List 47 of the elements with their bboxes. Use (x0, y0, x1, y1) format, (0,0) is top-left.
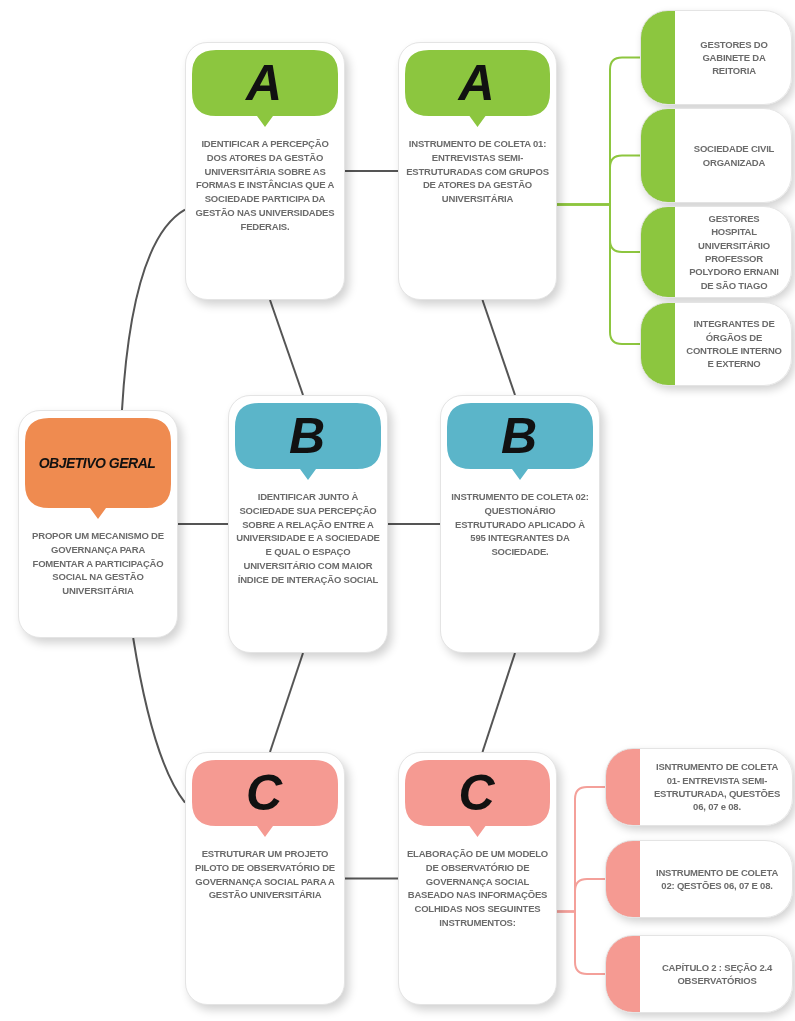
pill-box (605, 748, 793, 826)
connector-line (177, 523, 229, 525)
connector-line (556, 203, 641, 345)
card (228, 395, 388, 653)
card-text: ESTRUTURAR UM PROJETO PILOTO DE OBSERVATÓRIO DE GOVERNANÇA SOCIAL PARA A GESTÃO UNIVERSITÁRIA (194, 847, 336, 903)
pill-text: INTEGRANTES DE ÓRGÃOS DE CONTROLE INTERNO E EXTERNO (685, 317, 783, 371)
card (398, 42, 557, 300)
section-letter: C (245, 768, 283, 818)
card-text: ELABORAÇÃO DE UM MODELO DE OBSERVATÓRIO DE GOVERNANÇA SOCIAL BASEADO NAS INFORMAÇÕES COLHIDAS NOS SEGUINTES INSTRUMENTOS: (406, 847, 549, 930)
pill-text: CAPÍTULO 2 : SEÇÃO 2.4 OBSERVATÓRIOS (660, 960, 774, 988)
connector-line (387, 523, 441, 525)
card (18, 410, 178, 638)
pill-text: ISNTRUMENTO DE COLETA 01- ENTREVISTA SEMI-ESTRUTURADA, QUESTÕES 06, 07 e 08. (652, 760, 782, 814)
section-letter: C (458, 768, 495, 818)
connector-line (344, 170, 399, 172)
pill-box (640, 10, 792, 105)
section-letter: A (458, 58, 495, 108)
pill-text: INSTRUMENTO DE COLETA 02: QESTÕES 06, 07 E 08. (654, 865, 780, 893)
connector-line (269, 299, 304, 396)
pill-box (640, 302, 792, 386)
connector-line (556, 910, 606, 975)
connector-line (121, 208, 186, 411)
connector-line (481, 652, 516, 753)
pill-box (605, 935, 793, 1013)
card (440, 395, 600, 653)
pill-text: SOCIEDADE CIVIL ORGANIZADA (692, 142, 776, 169)
connector-line (132, 637, 186, 804)
pill-box (640, 108, 792, 203)
pill-box (605, 840, 793, 918)
card-title: OBJETIVO GERAL (38, 453, 156, 473)
card-text: IDENTIFICAR JUNTO À SOCIEDADE SUA PERCEPÇÃO SOBRE A RELAÇÃO ENTRE A UNIVERSIDADE E A SOCIEDADE E QUAL O ESPAÇO UNIVERSITÁRIO COM MAIOR ÍNDICE DE INTERAÇÃO SOCIAL (236, 490, 380, 587)
section-letter: B (500, 411, 538, 461)
card-text: IDENTIFICAR A PERCEPÇÃO DOS ATORES DA GESTÃO UNIVERSITÁRIA SOBRE AS FORMAS E INSTÂNCIAS QUE A SOCIEDADE PARTICIPA DA GESTÃO NAS UNIVERSIDADES FEDERAIS. (194, 137, 336, 234)
card-text: INSTRUMENTO DE COLETA 02: QUESTIONÁRIO ESTRUTURADO APLICADO À 595 INTEGRANTES DA SOCIEDADE. (450, 490, 590, 559)
card (185, 42, 345, 300)
pill-box (640, 206, 792, 298)
connector-line (481, 299, 516, 396)
card (398, 752, 557, 1005)
card-text: PROPOR UM MECANISMO DE GOVERNANÇA PARA FOMENTAR A PARTICIPAÇÃO SOCIAL NA GESTÃO UNIVERSITÁRIA (31, 529, 165, 598)
section-letter: A (245, 58, 283, 108)
card (185, 752, 345, 1005)
pill-text: GESTORES HOSPITAL UNIVERSITÁRIO PROFESSOR POLYDORO ERNANI DE SÃO TIAGO (688, 212, 780, 292)
connector-line (269, 652, 304, 753)
pill-text: GESTORES DO GABINETE DA REITORIA (699, 37, 769, 78)
section-letter: B (288, 411, 326, 461)
card-text: INSTRUMENTO DE COLETA 01: ENTREVISTAS SEMI-ESTRUTURADAS COM GRUPOS DE ATORES DA GESTÃO UNIVERSITÁRIA (406, 137, 549, 206)
connector-line (344, 877, 399, 880)
